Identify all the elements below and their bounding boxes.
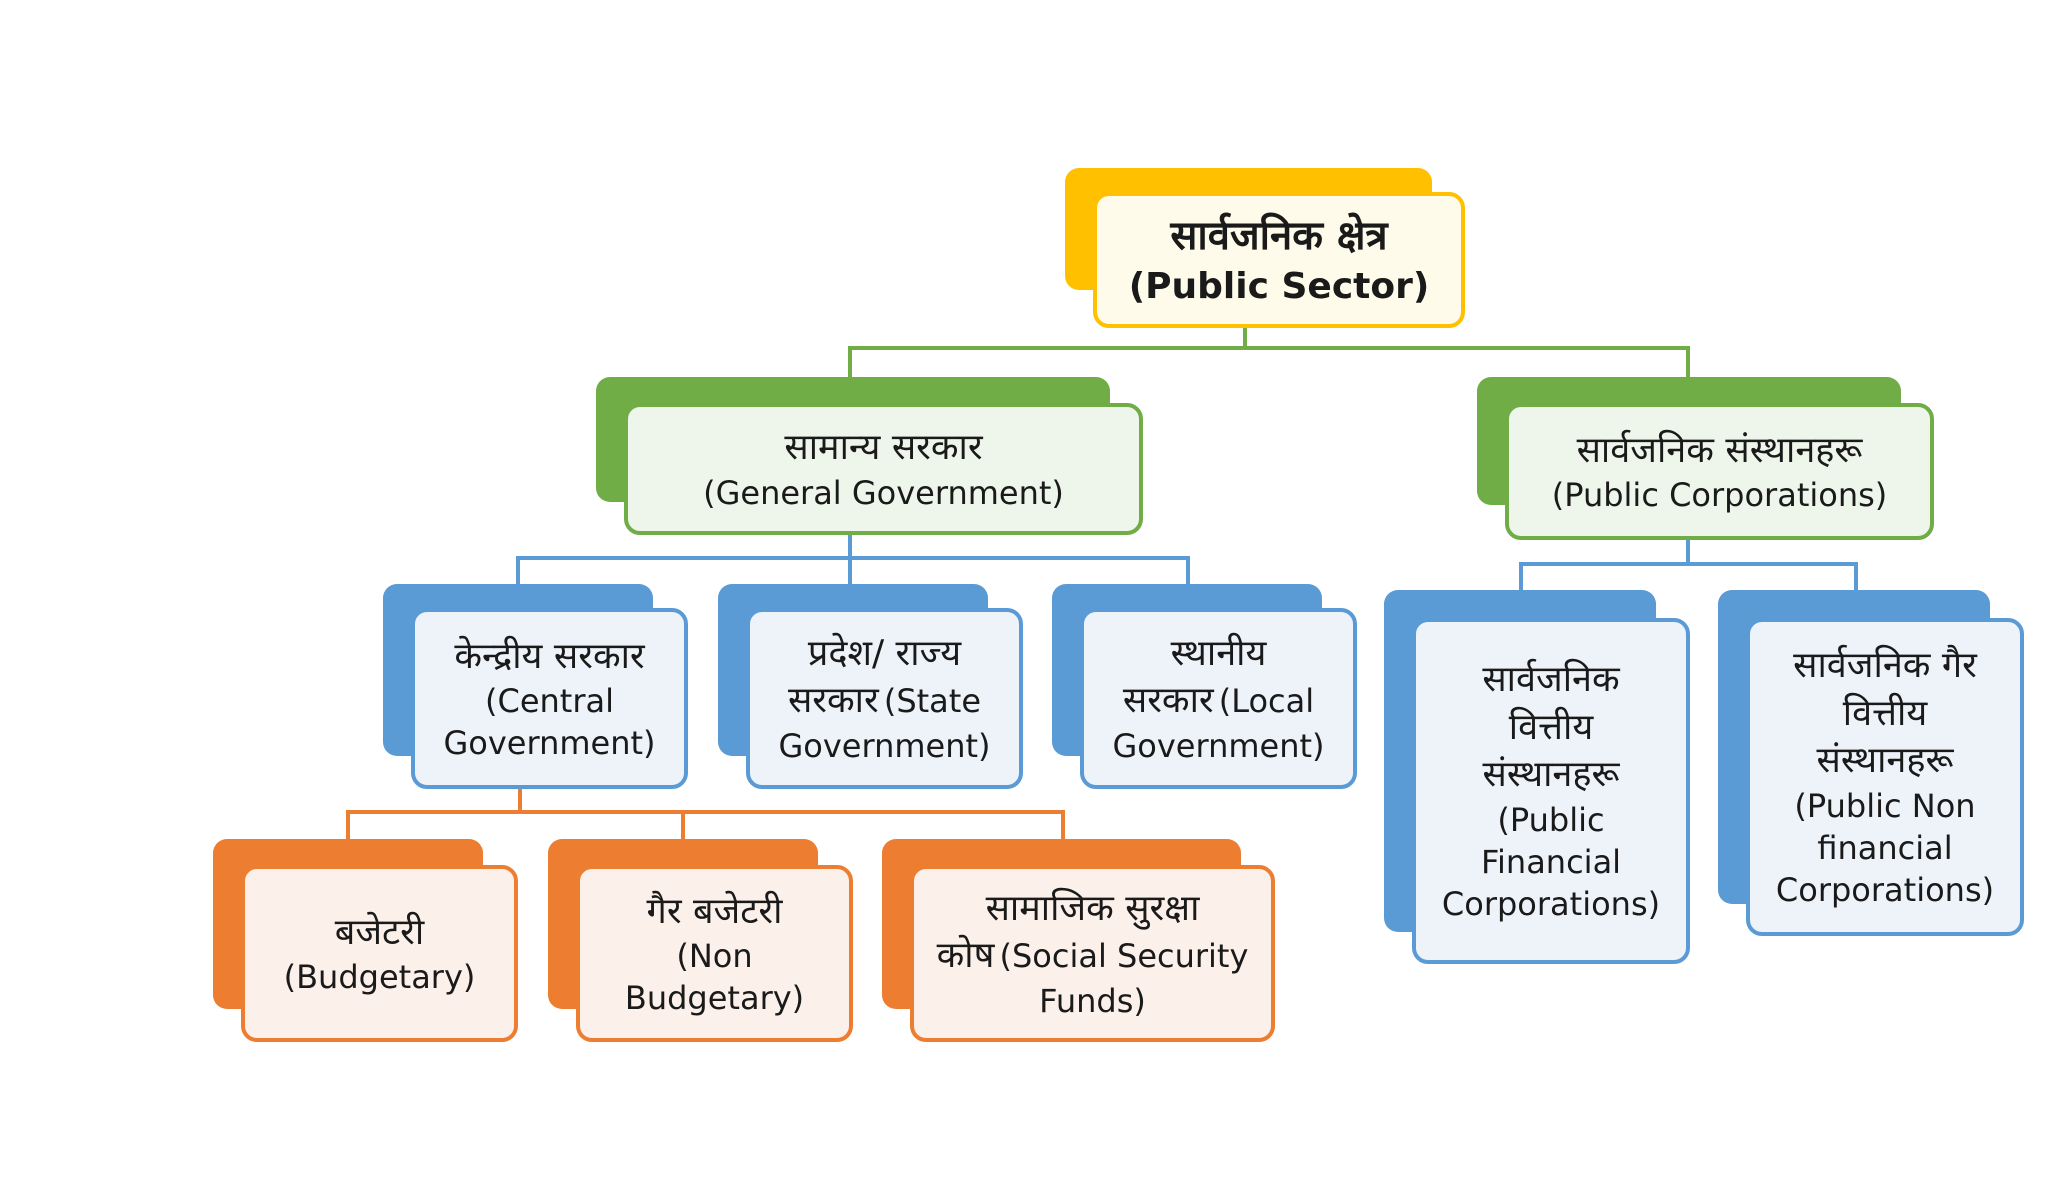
public-nonfinancial-en3: Corporations) — [1775, 871, 1995, 910]
local-government-en1: (Local — [1218, 682, 1315, 721]
node-public-sector: सार्वजनिक क्षेत्र (Public Sector) — [1065, 168, 1465, 328]
public-nonfinancial-en2: financial — [1817, 829, 1953, 868]
local-government-np2: सरकार — [1122, 680, 1214, 722]
public-financial-np2: वित्तीय — [1508, 706, 1594, 748]
node-state-government: प्रदेश/ राज्य सरकार (State Government) — [718, 584, 1023, 789]
local-government-np1: स्थानीय — [1170, 632, 1267, 674]
public-financial-en1: (Public — [1497, 800, 1605, 839]
node-public-financial-corporations: सार्वजनिक वित्तीय संस्थानहरू (Public Fin… — [1384, 590, 1690, 964]
state-government-np1: प्रदेश/ राज्य — [807, 632, 962, 674]
public-financial-np1: सार्वजनिक — [1482, 659, 1620, 701]
general-government-en: (General Government) — [703, 473, 1064, 512]
public-financial-en2: Financial — [1480, 843, 1622, 882]
local-government-en2: Government) — [1112, 726, 1325, 765]
connector-central-government — [346, 787, 1065, 840]
non-budgetary-en1: (Non — [676, 937, 753, 976]
node-local-government: स्थानीय सरकार (Local Government) — [1052, 584, 1357, 789]
node-social-security-funds: सामाजिक सुरक्षा कोष (Social Security Fun… — [882, 839, 1275, 1042]
public-sector-np: सार्वजनिक क्षेत्र — [1170, 212, 1388, 259]
node-general-government: सामान्य सरकार (General Government) — [596, 377, 1143, 535]
social-security-line2: कोष (Social Security — [937, 932, 1249, 980]
connector-root — [848, 326, 1690, 378]
node-central-government: केन्द्रीय सरकार (Central Government) — [383, 584, 688, 789]
state-government-en2: Government) — [778, 726, 991, 765]
state-government-line2: सरकार (State — [788, 677, 981, 725]
general-government-np: सामान्य सरकार — [784, 427, 983, 469]
state-government-en1: (State — [883, 682, 982, 721]
public-corporations-en: (Public Corporations) — [1551, 476, 1888, 515]
public-financial-np3: संस्थानहरू — [1482, 754, 1620, 796]
node-budgetary: बजेटरी (Budgetary) — [213, 839, 518, 1042]
social-security-np2: कोष — [936, 935, 995, 977]
non-budgetary-en2: Budgetary) — [624, 979, 805, 1018]
public-corporations-np: सार्वजनिक संस्थानहरू — [1576, 429, 1863, 471]
node-public-nonfinancial-corporations: सार्वजनिक गैर वित्तीय संस्थानहरू (Public… — [1718, 590, 2024, 936]
public-nonfinancial-np1: सार्वजनिक गैर — [1793, 645, 1977, 687]
public-nonfinancial-np2: वित्तीय — [1842, 692, 1928, 734]
central-government-np: केन्द्रीय सरकार — [454, 635, 645, 677]
public-nonfinancial-en1: (Public Non — [1794, 786, 1976, 825]
connector-general-government — [516, 533, 1190, 586]
central-government-en1: (Central — [485, 682, 614, 721]
connector-public-corporations — [1519, 538, 1858, 592]
node-non-budgetary: गैर बजेटरी (Non Budgetary) — [548, 839, 853, 1042]
public-nonfinancial-np3: संस्थानहरू — [1816, 740, 1954, 782]
central-government-en2: Government) — [443, 724, 656, 763]
social-security-en1: (Social Security — [999, 937, 1249, 976]
node-public-corporations: सार्वजनिक संस्थानहरू (Public Corporation… — [1477, 377, 1934, 540]
social-security-en2: Funds) — [1039, 981, 1146, 1020]
state-government-np2: सरकार — [787, 680, 879, 722]
budgetary-np: बजेटरी — [334, 911, 425, 953]
non-budgetary-np: गैर बजेटरी — [646, 890, 783, 932]
local-government-line2: सरकार (Local — [1123, 677, 1314, 725]
social-security-np1: सामाजिक सुरक्षा — [985, 887, 1200, 929]
public-financial-en3: Corporations) — [1441, 885, 1661, 924]
budgetary-en: (Budgetary) — [283, 958, 476, 997]
public-sector-en: (Public Sector) — [1128, 265, 1430, 307]
